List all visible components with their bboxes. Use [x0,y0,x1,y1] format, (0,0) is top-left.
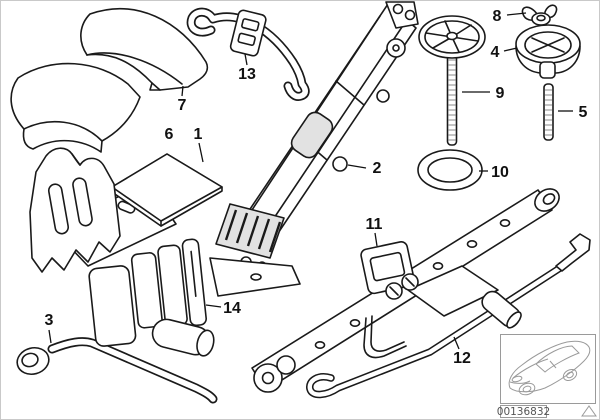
callout-13[interactable]: 13 [238,53,256,83]
svg-text:7: 7 [178,97,187,114]
svg-text:8: 8 [493,8,502,25]
callout-3[interactable]: 3 [45,312,54,344]
callout-7[interactable]: 7 [178,85,187,114]
svg-text:1: 1 [194,126,203,143]
callouts: 1 2 3 4 5 6 7 8 9 [45,8,588,367]
part-13-handle [186,7,310,101]
part-4-cap [515,24,581,79]
svg-text:6: 6 [165,126,174,143]
part-14-holder-bracket [88,238,215,357]
warning-triangle-icon [581,405,597,417]
svg-text:3: 3 [45,312,54,329]
callout-11[interactable]: 11 [366,216,383,247]
part-7-foam-wedges [10,7,209,153]
svg-text:10: 10 [491,164,509,181]
svg-text:4: 4 [491,44,500,61]
svg-text:9: 9 [496,85,505,102]
callout-14[interactable]: 14 [205,300,241,317]
part-12-crank-rod [306,233,591,399]
part-11-scissor-jack [251,188,560,393]
svg-text:5: 5 [579,104,588,121]
part-2-jack [209,1,419,297]
part-9-wheel-screw [418,15,486,146]
part-6-foam-insert [29,147,121,273]
svg-text:13: 13 [238,66,256,83]
part-number-box: 00136832 [497,405,550,418]
car-thumbnail-icon [508,340,591,396]
part-number: 00136832 [497,406,550,418]
part-5-threaded-pin [543,83,554,141]
callout-1[interactable]: 1 [194,126,204,163]
part-3-lug-wrench [16,337,218,404]
part-10-sealing-ring [417,149,483,191]
svg-text:12: 12 [453,350,471,367]
part-1-rubber-mat [111,153,223,227]
callout-8[interactable]: 8 [493,8,527,25]
callout-10[interactable]: 10 [479,164,509,181]
callout-4[interactable]: 4 [491,44,518,61]
svg-text:14: 14 [223,300,241,317]
svg-text:11: 11 [366,216,383,233]
callout-2[interactable]: 2 [347,160,382,177]
callout-6[interactable]: 6 [165,126,174,143]
part-8-wing-nut [521,4,558,26]
car-thumbnail-frame [500,334,596,404]
svg-text:2: 2 [373,160,382,177]
callout-9[interactable]: 9 [462,85,505,102]
footer-thumbnail: 00136832 [497,334,597,418]
callout-12[interactable]: 12 [453,336,471,367]
callout-5[interactable]: 5 [558,104,588,121]
